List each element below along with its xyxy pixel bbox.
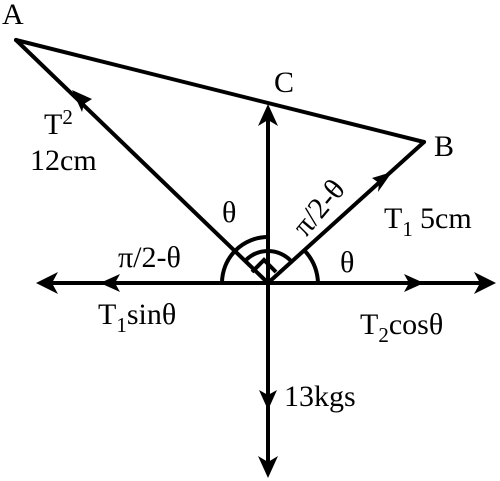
inner-right-angle-arc xyxy=(267,249,294,264)
t1-label: T1 xyxy=(384,202,413,241)
complement-on-t1-label: π/2-θ xyxy=(286,173,352,242)
right-angle-marker xyxy=(250,257,278,274)
weight-label: 13kgs xyxy=(284,380,356,413)
weight-arrowhead xyxy=(259,390,277,410)
t2-length-label: 12cm xyxy=(30,144,97,177)
t1-sin-label: T1sinθ xyxy=(98,298,176,337)
vertical-bottom-arrowhead xyxy=(258,456,278,478)
point-b-label: B xyxy=(434,130,454,163)
outer-right-angle-arc xyxy=(302,248,320,284)
axis-right-arrowhead xyxy=(474,272,496,294)
point-c-label: C xyxy=(274,66,294,99)
t2-cos-arrowhead xyxy=(404,274,424,292)
t1-arrowhead xyxy=(372,172,392,192)
axis-left-arrowhead xyxy=(36,272,58,294)
string-o-to-b xyxy=(266,140,426,285)
string-a-to-b xyxy=(14,38,426,144)
t1-length-label: 5cm xyxy=(420,202,472,235)
outer-left-angle-arc xyxy=(220,235,269,284)
t2-label: T2 xyxy=(44,105,73,141)
t2-cos-label: T2cosθ xyxy=(360,308,443,347)
theta-top-left-label: θ xyxy=(222,196,236,229)
complement-left-label: π/2-θ xyxy=(118,241,181,274)
point-a-label: A xyxy=(2,0,24,31)
t2-arrowhead xyxy=(72,90,92,112)
t1-sin-arrowhead xyxy=(100,274,120,292)
inner-left-angle-arc xyxy=(243,249,269,263)
vertical-top-arrowhead xyxy=(258,104,278,126)
theta-right-label: θ xyxy=(340,246,354,279)
string-o-to-a xyxy=(14,38,270,285)
